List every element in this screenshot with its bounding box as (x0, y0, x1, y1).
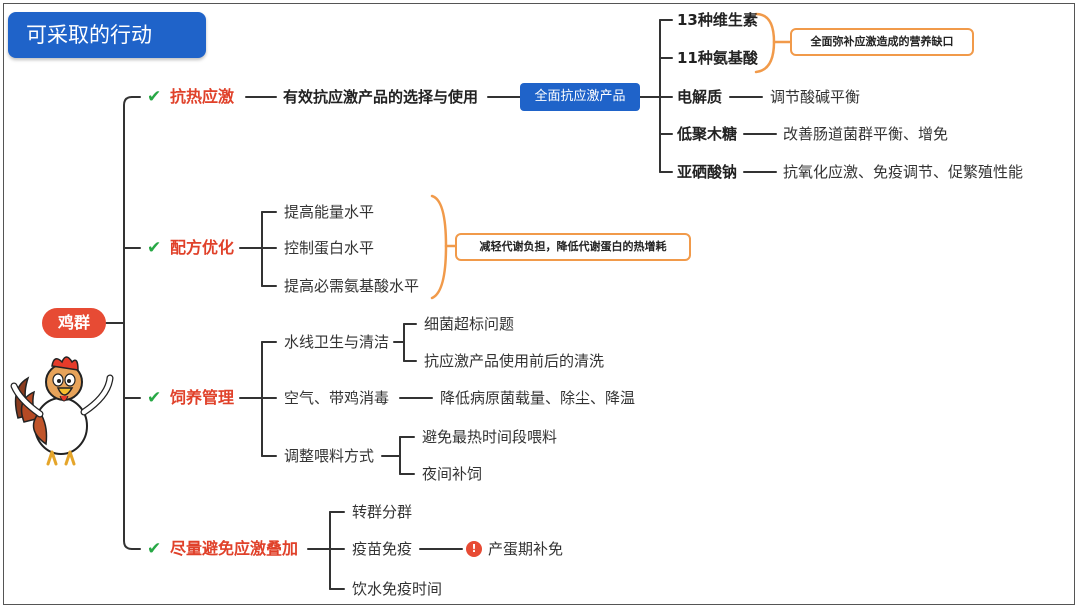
branch-management: 饲养管理 (170, 388, 235, 407)
branch-avoid-stress: 尽量避免应激叠加 (170, 539, 299, 558)
formula-protein: 控制蛋白水平 (284, 239, 375, 257)
check-icon: ✔ (147, 87, 162, 107)
check-icon: ✔ (147, 388, 162, 408)
laying-booster-note: 产蛋期补免 (488, 540, 564, 558)
cleaning-before-after: 抗应激产品使用前后的清洗 (424, 352, 605, 370)
item-desc-electrolytes: 调节酸碱平衡 (770, 88, 861, 106)
item-vitamins: 13种维生素 (677, 11, 758, 29)
product-selection-node: 有效抗应激产品的选择与使用 (283, 88, 479, 106)
night-feeding: 夜间补饲 (422, 465, 483, 483)
air-disinfection: 空气、带鸡消毒 (284, 389, 390, 407)
item-sodium-selenite: 亚硒酸钠 (677, 163, 738, 181)
item-desc-xylooligosaccharide: 改善肠道菌群平衡、增免 (783, 125, 949, 143)
water-vaccination-time: 饮水免疫时间 (352, 580, 443, 598)
formula-energy: 提高能量水平 (284, 203, 375, 221)
vaccination: 疫苗免疫 (352, 540, 413, 558)
feeding-adjustment: 调整喂料方式 (284, 447, 375, 465)
nutrition-gap-note: 全面弥补应激造成的营养缺口 (790, 28, 974, 56)
title-banner: 可采取的行动 (8, 12, 206, 58)
water-line-hygiene: 水线卫生与清洁 (284, 333, 390, 351)
avoid-hot-feeding: 避免最热时间段喂料 (422, 428, 558, 446)
bacteria-issue: 细菌超标问题 (424, 315, 515, 333)
root-node: 鸡群 (42, 308, 106, 338)
check-icon: ✔ (147, 539, 162, 559)
slide-frame (3, 3, 1075, 605)
branch-formula: 配方优化 (170, 238, 235, 257)
check-icon: ✔ (147, 238, 162, 258)
item-electrolytes: 电解质 (677, 88, 723, 106)
product-node: 全面抗应激产品 (520, 83, 640, 111)
branch-heat-stress: 抗热应激 (170, 87, 235, 106)
pathogen-reduction: 降低病原菌载量、除尘、降温 (440, 389, 636, 407)
slide-title: 可采取的行动 (26, 23, 152, 47)
item-amino-acids: 11种氨基酸 (677, 49, 758, 67)
warning-icon: ! (466, 541, 482, 557)
metabolic-load-note: 减轻代谢负担，降低代谢蛋白的热增耗 (455, 233, 691, 261)
item-desc-sodium-selenite: 抗氧化应激、免疫调节、促繁殖性能 (783, 163, 1024, 181)
item-xylooligosaccharide: 低聚木糖 (677, 125, 738, 143)
regrouping: 转群分群 (352, 503, 413, 521)
formula-amino-acids: 提高必需氨基酸水平 (284, 277, 420, 295)
rooster-mascot (10, 356, 114, 466)
